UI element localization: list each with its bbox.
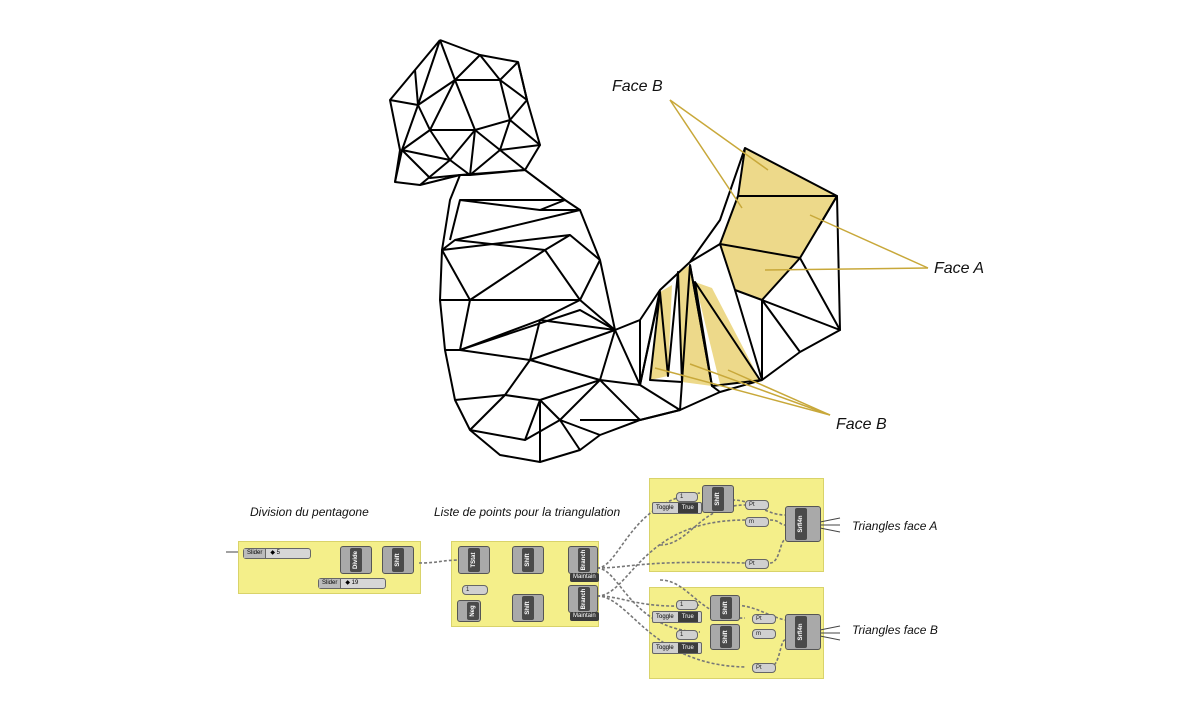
tag-maintain-1: Maintain bbox=[570, 573, 599, 582]
component-label: Shift bbox=[525, 601, 531, 615]
component-branch-2[interactable]: Branch bbox=[568, 585, 598, 613]
component-divide[interactable]: Divide bbox=[340, 546, 372, 574]
toggle-value: True bbox=[677, 612, 698, 622]
chip-pt-a2[interactable]: Pt bbox=[745, 559, 769, 569]
component-label: Shift bbox=[715, 492, 721, 506]
slider-value: ◆ 19 bbox=[345, 580, 359, 586]
component-label: TStat bbox=[471, 552, 477, 568]
slider-divisions[interactable]: Slider◆ 5 bbox=[243, 548, 311, 559]
value-one-b1[interactable]: 1 bbox=[676, 600, 698, 610]
slider-value: ◆ 5 bbox=[270, 550, 280, 556]
component-tstat[interactable]: TStat bbox=[458, 546, 490, 574]
label-face-a: Face A bbox=[934, 260, 985, 277]
component-srflin-a[interactable]: Srfl4n bbox=[785, 506, 821, 542]
face-a-lower bbox=[720, 244, 800, 300]
component-label: Shift bbox=[723, 630, 729, 644]
component-label: Shift bbox=[525, 553, 531, 567]
tag-maintain-2: Maintain bbox=[570, 612, 599, 621]
leader-lines bbox=[654, 99, 929, 416]
toggle-label: Toggle bbox=[656, 645, 674, 651]
component-label: Neg bbox=[470, 605, 476, 617]
slider-shift[interactable]: Slider◆ 19 bbox=[318, 578, 386, 589]
component-label: Divide bbox=[353, 550, 359, 570]
component-shift-a[interactable]: Shift bbox=[702, 485, 734, 513]
value-one-b2[interactable]: 1 bbox=[676, 630, 698, 640]
component-neg[interactable]: Neg bbox=[457, 600, 481, 622]
component-shift-b2[interactable]: Shift bbox=[710, 624, 740, 650]
toggle-value: True bbox=[677, 643, 698, 653]
wireframe-mesh bbox=[389, 39, 929, 463]
mesh-edges bbox=[389, 39, 841, 463]
chip-pt-b2[interactable]: Pt bbox=[752, 663, 776, 673]
chip-pt-b1[interactable]: Pt bbox=[752, 614, 776, 624]
component-shift-3[interactable]: Shift bbox=[512, 594, 544, 622]
component-label: Shift bbox=[395, 553, 401, 567]
face-a-upper bbox=[720, 196, 837, 258]
chip-m-b[interactable]: m bbox=[752, 629, 776, 639]
value-one[interactable]: 1 bbox=[462, 585, 488, 595]
component-label: Srfl4n bbox=[798, 623, 804, 641]
component-shift-1[interactable]: Shift bbox=[382, 546, 414, 574]
chip-pt-a1[interactable]: Pt bbox=[745, 500, 769, 510]
label-triangles-a: Triangles face A bbox=[852, 519, 938, 533]
slider-label: Slider bbox=[244, 549, 267, 558]
value-one-a[interactable]: 1 bbox=[676, 492, 698, 502]
component-srflin-b[interactable]: Srfl4n bbox=[785, 614, 821, 650]
toggle-label: Toggle bbox=[656, 505, 674, 511]
toggle-label: Toggle bbox=[656, 614, 674, 620]
slider-label: Slider bbox=[319, 579, 342, 588]
label-triangles-b: Triangles face B bbox=[852, 623, 938, 637]
face-b-strip-2 bbox=[678, 265, 712, 386]
component-label: Branch bbox=[581, 549, 587, 571]
label-face-b-top: Face B bbox=[612, 78, 663, 95]
label-face-b-bottom: Face B bbox=[836, 416, 887, 433]
component-label: Srfl4n bbox=[798, 515, 804, 533]
chip-m-a[interactable]: m bbox=[745, 517, 769, 527]
component-label: Branch bbox=[581, 588, 587, 610]
component-shift-2[interactable]: Shift bbox=[512, 546, 544, 574]
component-shift-b1[interactable]: Shift bbox=[710, 595, 740, 621]
component-label: Shift bbox=[723, 601, 729, 615]
toggle-value: True bbox=[677, 503, 698, 513]
component-branch-1[interactable]: Branch bbox=[568, 546, 598, 574]
label-division: Division du pentagone bbox=[250, 505, 369, 519]
label-liste-points: Liste de points pour la triangulation bbox=[434, 505, 621, 519]
